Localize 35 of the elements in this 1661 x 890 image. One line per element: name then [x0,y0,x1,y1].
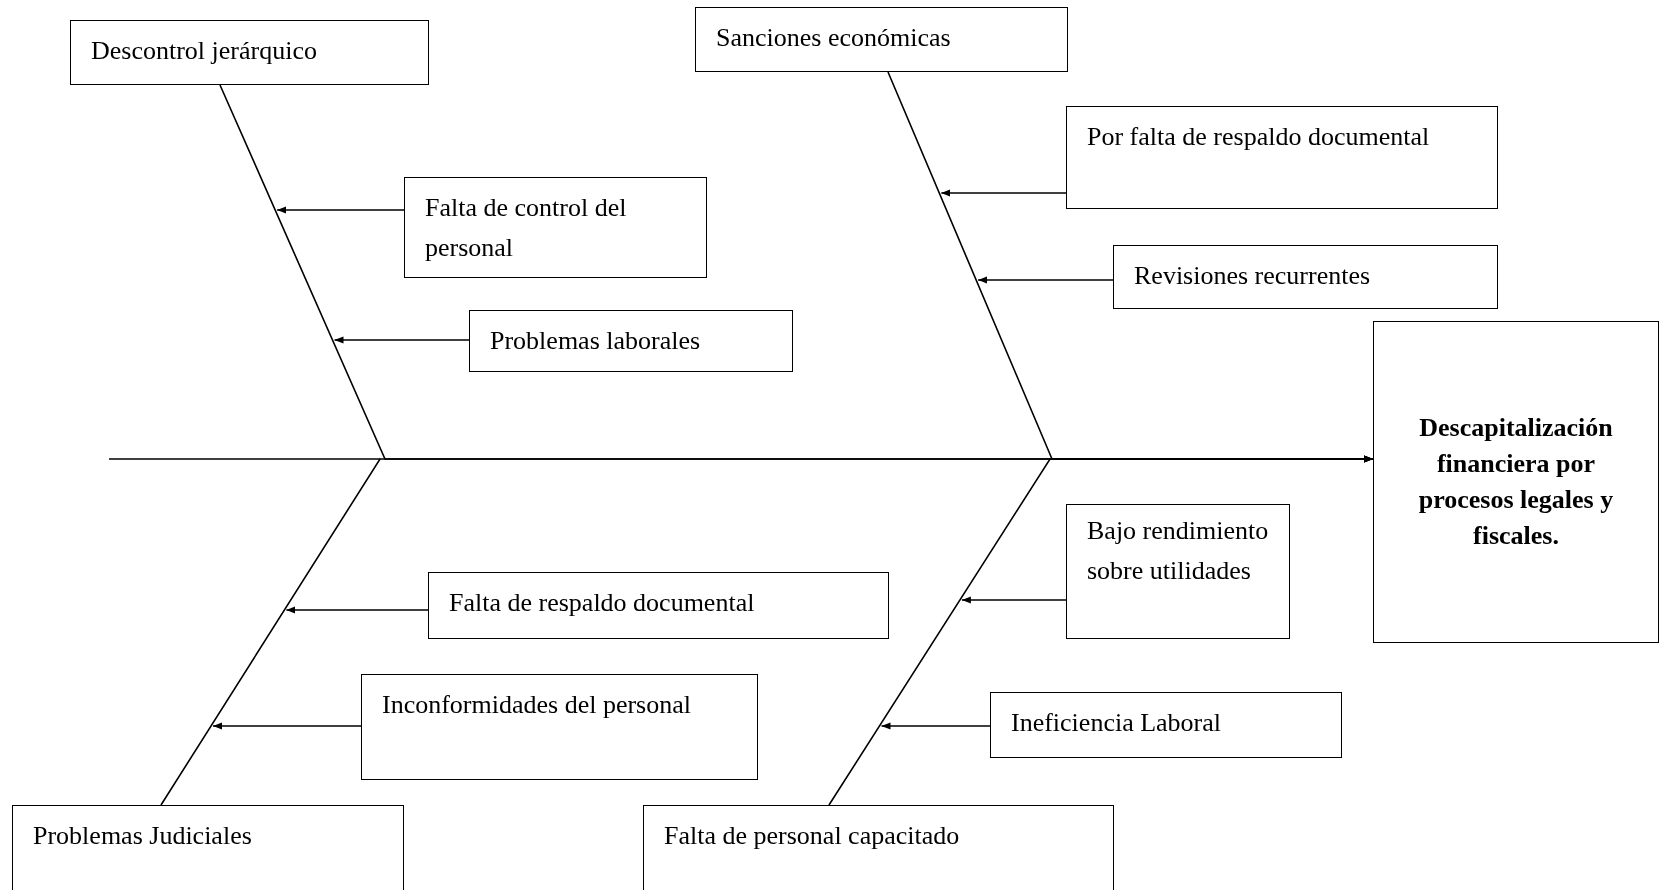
cause-text: Sanciones económicas [716,22,952,54]
sub-cause-box [361,674,758,780]
sub-cause-box [1066,504,1290,639]
arrow [276,206,405,214]
arrow [880,722,991,730]
arrow [977,276,1114,284]
cause-text: Falta de control del personal [425,192,628,264]
arrow [940,189,1067,197]
cause-text: Descontrol jerárquico [91,35,318,67]
fishbone-arrow [828,455,1374,806]
cause-text: Falta de respaldo documental [449,587,756,619]
sub-cause-box [428,572,889,639]
effect-text: Descapitalización financiera por procesos legales y fiscales. [1417,412,1615,552]
arrow [961,596,1067,604]
cause-text: Revisiones recurrentes [1134,260,1372,292]
cause-text: Falta de personal capacitado [664,820,961,852]
cause-text: Bajo rendimiento sobre utilidades [1087,515,1269,587]
cause-text: Inconformidades del personal [382,689,692,721]
sub-cause-box [469,310,793,372]
effect-box [1373,321,1659,643]
cause-text: Ineficiencia Laboral [1011,707,1223,739]
sub-cause-box [1113,245,1498,309]
sub-cause-box [990,692,1342,758]
cause-text: Problemas Judiciales [33,820,253,852]
cause-category-box [695,7,1068,72]
cause-category-box [643,805,1114,890]
arrow [285,606,429,614]
cause-category-box [12,805,404,890]
arrow [212,722,362,730]
sub-cause-box [1066,106,1498,209]
arrow [333,336,470,344]
cause-text: Problemas laborales [490,325,702,357]
sub-cause-box [404,177,707,278]
cause-category-box [70,20,429,85]
cause-text: Por falta de respaldo documental [1087,121,1431,153]
